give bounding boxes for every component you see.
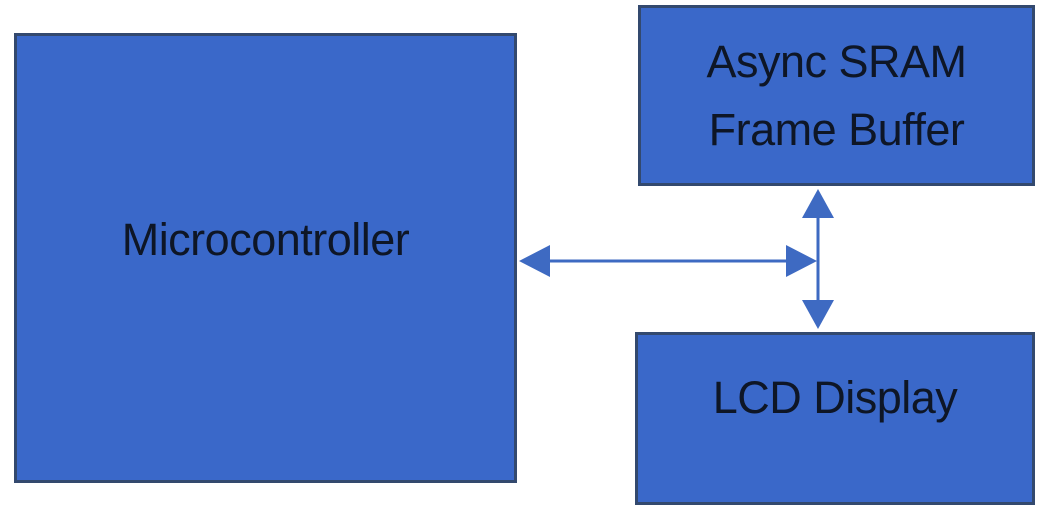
node-async-sram-frame-buffer: Async SRAM Frame Buffer <box>638 5 1035 186</box>
vertical-double-arrow-icon <box>802 189 834 329</box>
node-sram-label-line2: Frame Buffer <box>708 103 965 155</box>
node-lcd-display: LCD Display <box>635 332 1035 505</box>
node-microcontroller: Microcontroller <box>14 33 517 483</box>
node-microcontroller-label: Microcontroller <box>121 214 410 266</box>
node-sram-label-line1: Async SRAM <box>706 36 967 87</box>
horizontal-double-arrow-icon <box>519 245 817 277</box>
node-lcd-display-label: LCD Display <box>712 371 958 423</box>
